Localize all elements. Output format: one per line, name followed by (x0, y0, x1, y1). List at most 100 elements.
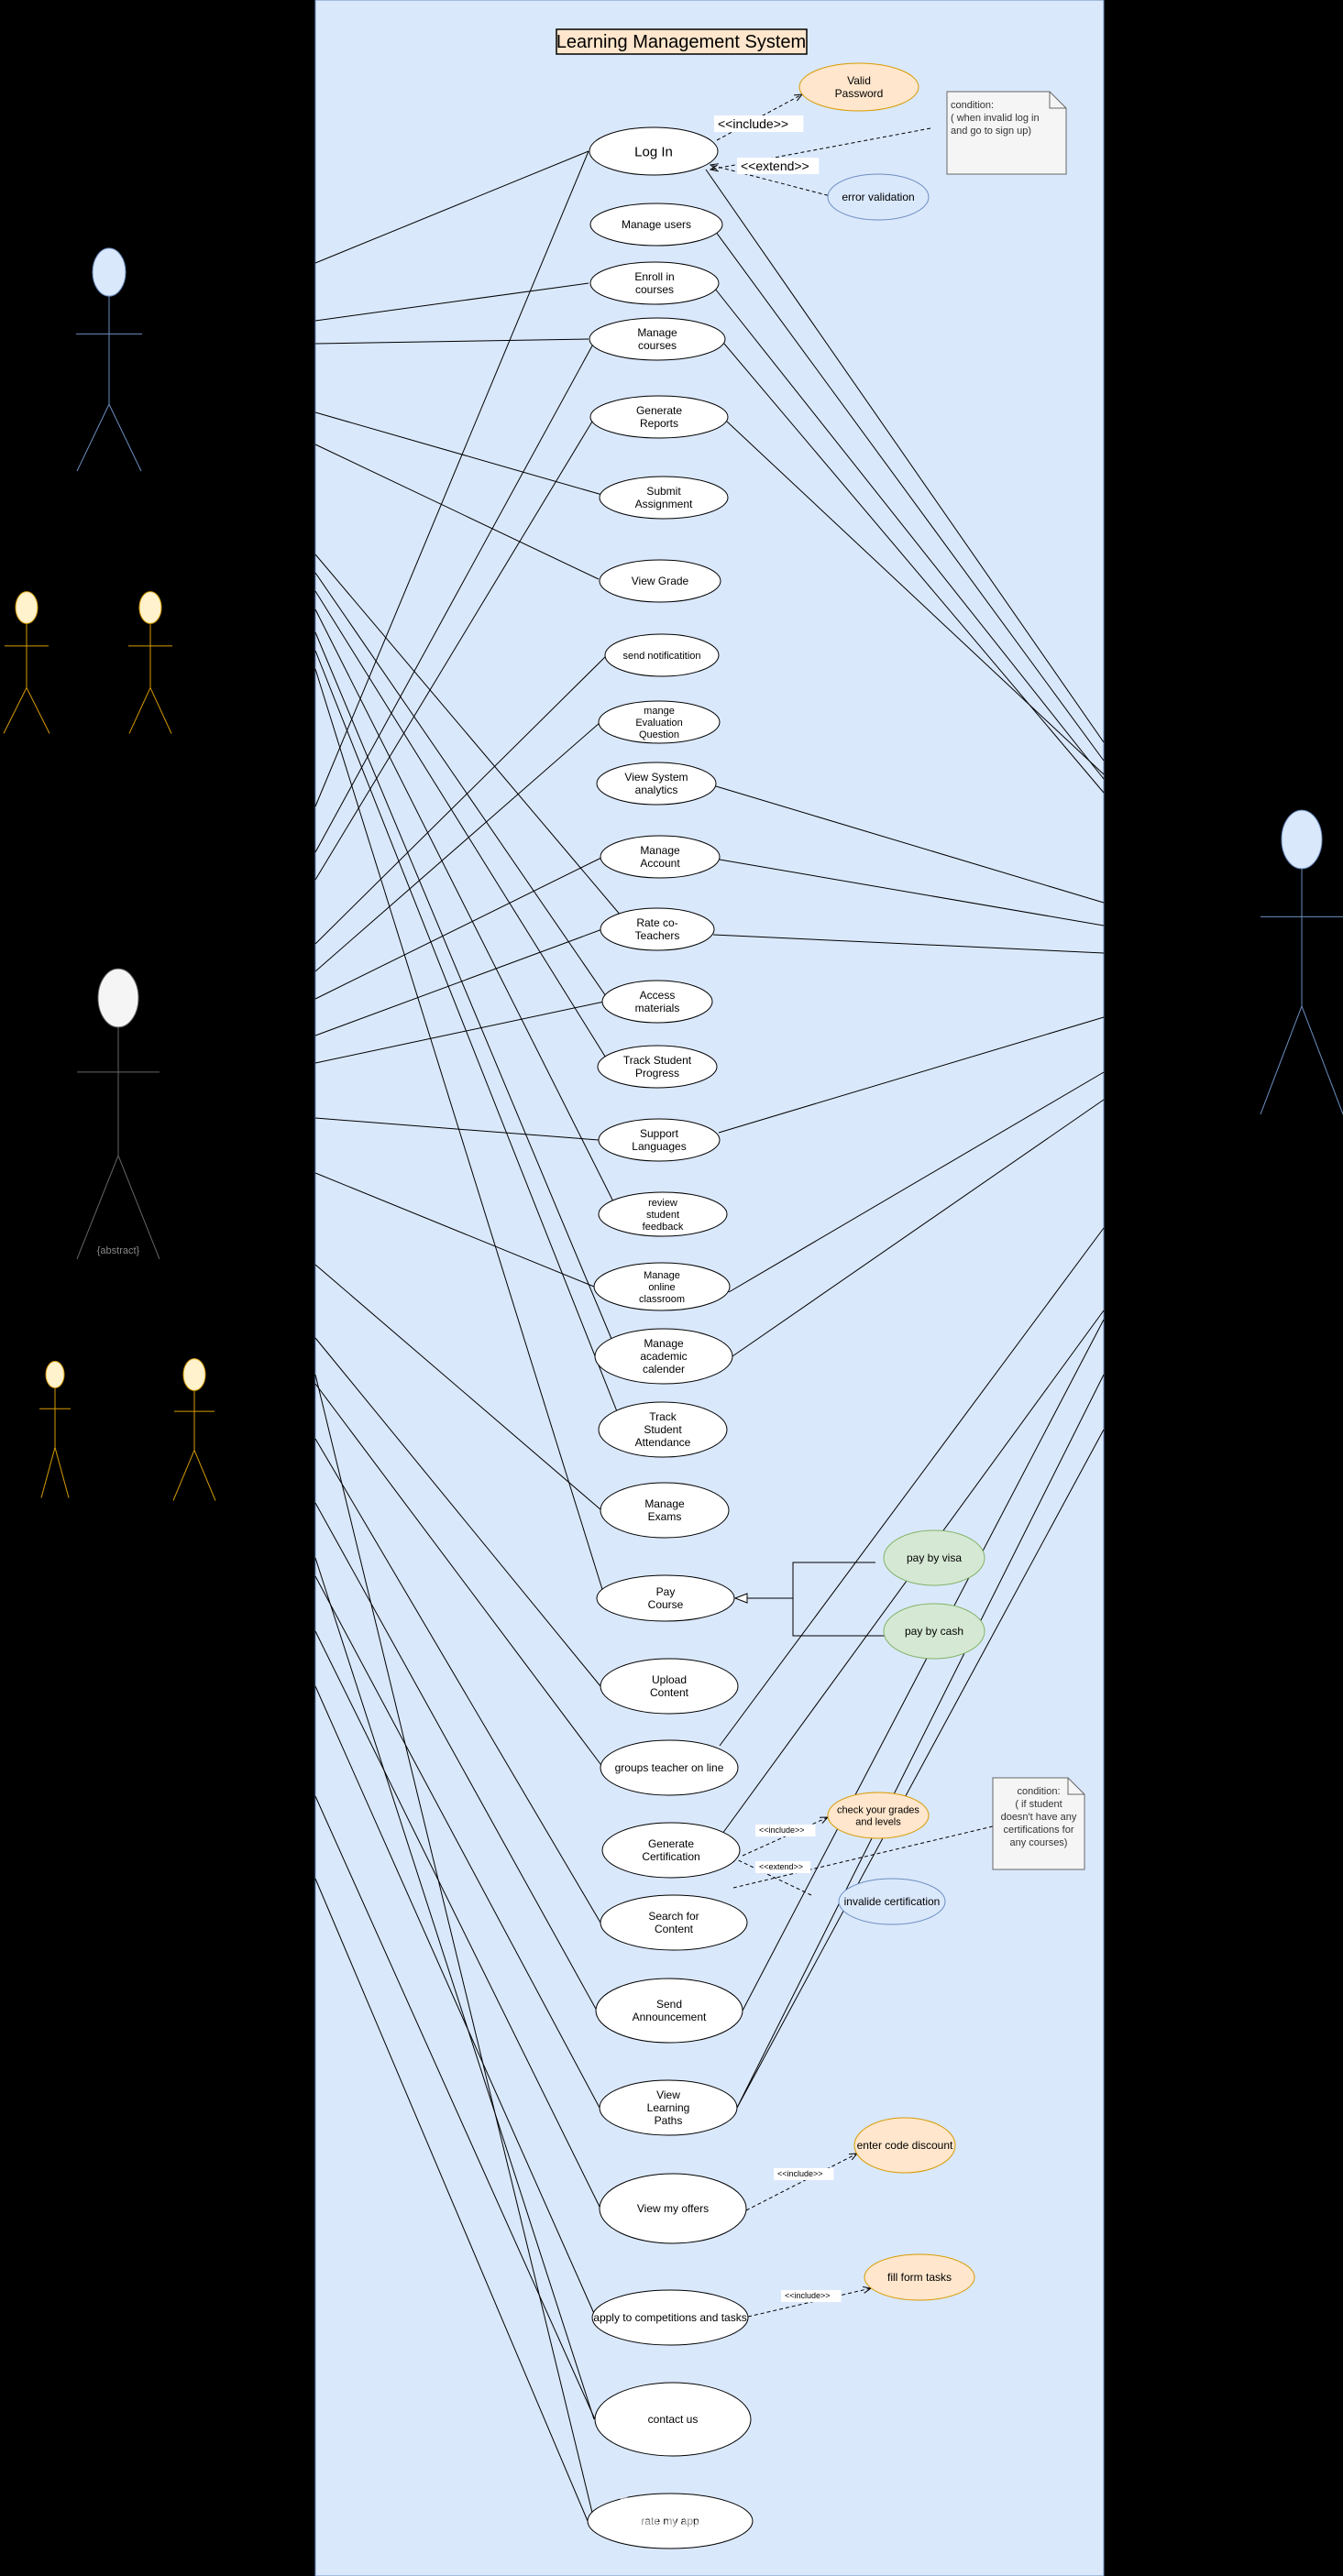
use-case-generate-certification-shape (601, 1822, 741, 1879)
use-case-pay-by-cash: pay by cash (883, 1603, 985, 1660)
association-line (710, 224, 1105, 762)
use-case-rate-co-teachers-shape (600, 907, 715, 951)
actor-orange-4 (172, 1358, 216, 1501)
actor-orange-3-head (45, 1361, 65, 1388)
use-case-manage-online-classroom-label: online (648, 1282, 675, 1293)
note-link-arrowhead (709, 164, 719, 172)
use-case-access-materials-label: materials (635, 1002, 680, 1014)
association-line (314, 1502, 598, 2011)
association-line (314, 668, 606, 1599)
extend-arrow (728, 1855, 812, 1896)
condition-note-certification-shape (992, 1777, 1085, 1870)
use-case-search-for-content-shape (600, 1894, 748, 1951)
extend-label: <<extend>> (741, 159, 809, 173)
use-case-view-learning-paths-label: Paths (655, 2114, 683, 2127)
condition-note-certification-fold (1067, 1778, 1084, 1795)
use-case-send-notificatition: send notificatition (604, 633, 720, 677)
use-case-manage-users: Manage users (589, 203, 723, 247)
actor-blue-right-head (1281, 809, 1323, 870)
use-case-enroll-in-courses-label: courses (635, 283, 674, 296)
association-line (314, 338, 597, 853)
association-line (726, 421, 1105, 775)
use-case-pay-by-cash-label: pay by cash (905, 1625, 963, 1638)
use-case-track-student-attendance-label: Attendance (635, 1436, 691, 1449)
association-line (314, 444, 600, 580)
use-case-enter-code-discount: enter code discount (853, 2117, 956, 2174)
association-line (314, 1374, 595, 2521)
use-case-pay-course-shape (596, 1574, 735, 1622)
association-line (314, 631, 620, 1357)
extend-label-bg (737, 158, 820, 174)
association-line (314, 1630, 601, 2209)
actor-orange-1 (3, 591, 50, 734)
extend-label: <<extend>> (759, 1862, 803, 1871)
use-case-enter-code-discount-shape (853, 2117, 956, 2174)
use-case-log-in-shape (589, 126, 719, 176)
include-label-bg (781, 2290, 842, 2302)
actor-orange-1-leg (3, 687, 28, 734)
use-case-view-grade-shape (599, 559, 721, 603)
actor-abstract-leg (117, 1155, 160, 1260)
association-line (314, 1337, 601, 1687)
watermark: مستقل (595, 2490, 749, 2539)
association-line (718, 1016, 1105, 1134)
actor-orange-2 (128, 591, 172, 734)
use-case-send-notificatition-shape (604, 633, 720, 677)
actor-blue-right (1260, 809, 1343, 1115)
use-case-log-in: Log In (589, 126, 719, 176)
actor-orange-4-leg (172, 1450, 195, 1501)
actor-orange-3 (39, 1361, 71, 1498)
use-case-rate-my-app: rate my app (587, 2493, 754, 2549)
use-case-review-student-feedback-label: review (648, 1198, 677, 1209)
use-case-error-validation-shape (827, 173, 930, 221)
use-case-rate-co-teachers-label: Rate co- (636, 916, 677, 929)
use-case-manage-account-label: Manage (640, 844, 680, 857)
actor-blue-left-head (92, 247, 127, 297)
association-line (314, 150, 589, 264)
condition-note-certification-text: doesn't have any (1001, 1812, 1077, 1823)
use-case-upload-content-label: Upload (652, 1673, 687, 1686)
use-case-pay-course-label: Pay (656, 1585, 676, 1598)
include-arrow (745, 2153, 858, 2211)
actor-orange-4-head (182, 1358, 206, 1391)
use-case-valid-password-label: Password (835, 87, 884, 100)
use-case-groups-teacher-on-line: groups teacher on line (600, 1739, 739, 1796)
use-case-track-student-progress-label: Progress (635, 1067, 679, 1080)
association-line (314, 411, 603, 496)
association-line (728, 1071, 1105, 1293)
association-line (714, 288, 1105, 780)
use-case-track-student-attendance-label: Track (649, 1410, 677, 1423)
association-line (742, 1319, 1105, 2011)
use-case-check-your-grades-and-levels-label: and levels (855, 1816, 901, 1827)
actor-blue-left-leg (108, 403, 142, 472)
use-case-enroll-in-courses-shape (589, 261, 720, 305)
actor-orange-1-head (15, 591, 39, 624)
use-case-view-grade-label: View Grade (632, 575, 689, 587)
use-case-support-languages-label: Languages (632, 1140, 686, 1153)
use-case-view-system-analytics-label: analytics (635, 784, 678, 796)
use-case-track-student-attendance-label: Student (644, 1423, 682, 1436)
use-case-rate-co-teachers: Rate co-Teachers (600, 907, 715, 951)
use-case-review-student-feedback-label: student (646, 1210, 679, 1221)
use-case-access-materials-label: Access (640, 989, 676, 1002)
use-case-rate-co-teachers-label: Teachers (635, 929, 680, 942)
use-case-manage-academic-calender-label: calender (643, 1363, 685, 1376)
association-line (314, 338, 589, 345)
association-line (314, 282, 589, 322)
association-line (712, 934, 1105, 954)
use-case-manage-users-label: Manage users (622, 218, 691, 231)
use-case-manage-account-shape (600, 835, 721, 879)
use-case-support-languages-shape (598, 1118, 721, 1162)
use-case-valid-password-label: Valid (847, 74, 871, 87)
